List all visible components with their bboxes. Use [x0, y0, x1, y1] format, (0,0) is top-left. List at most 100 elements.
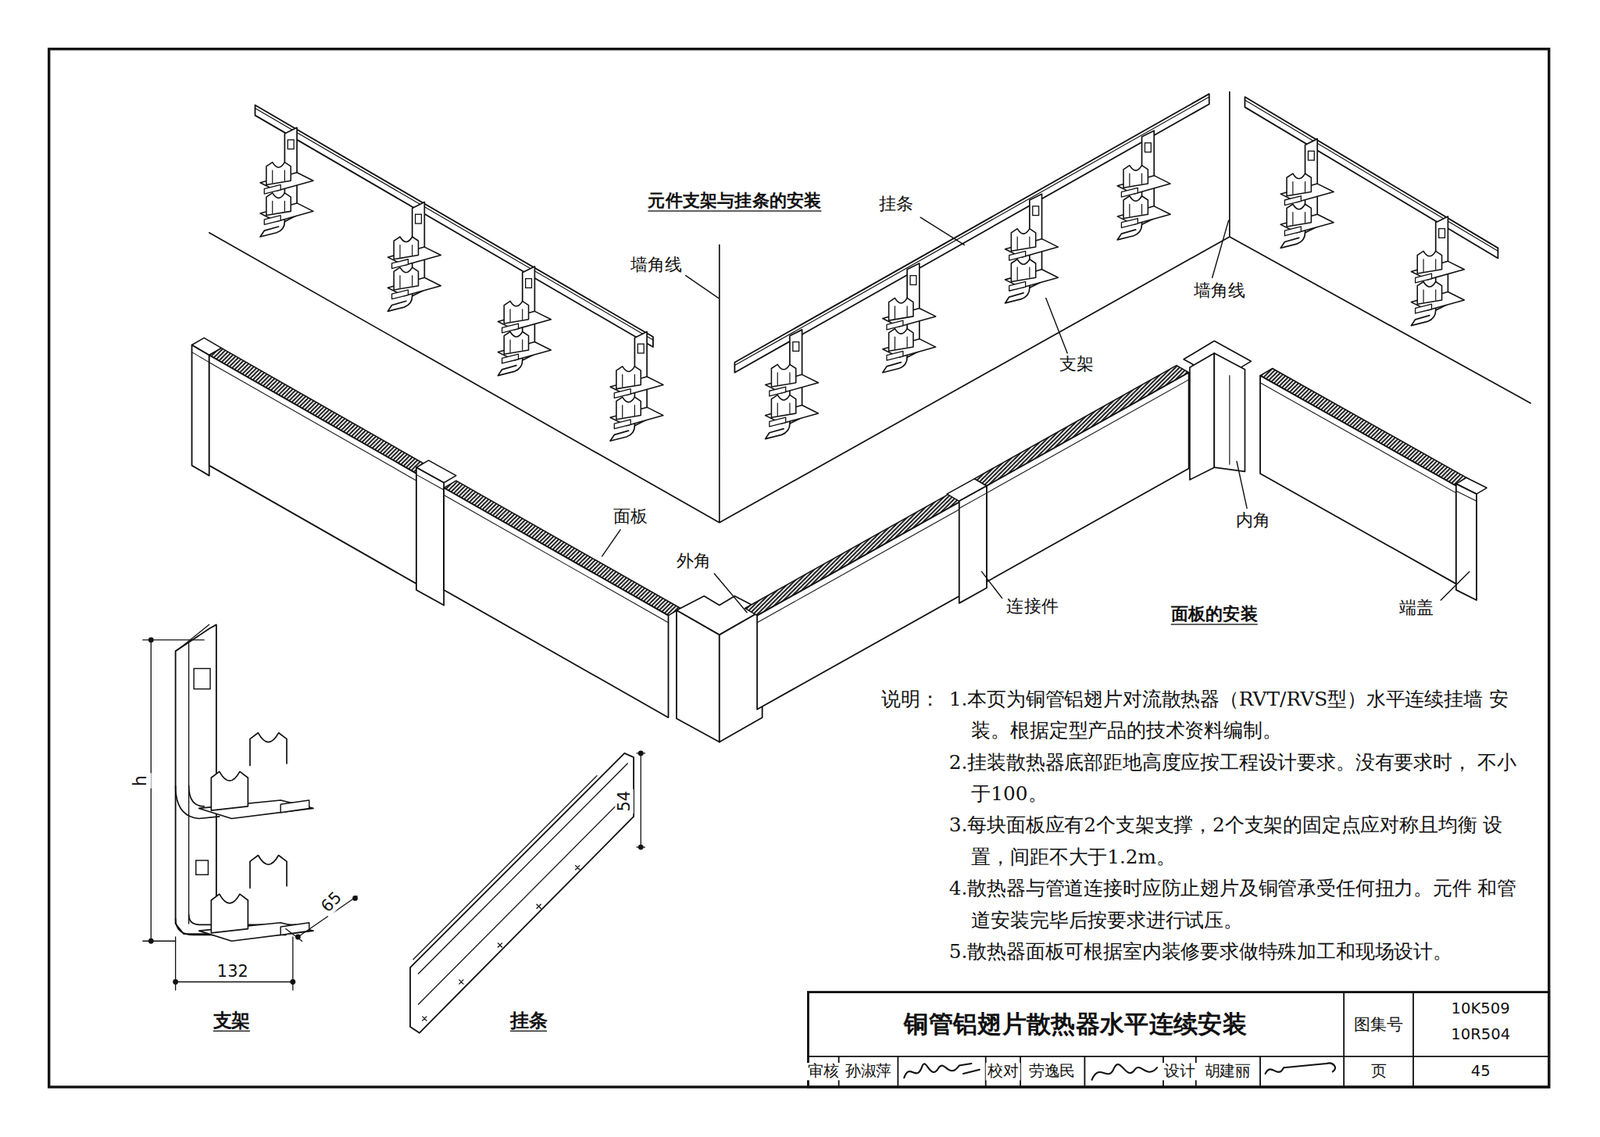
- part-label: 挂条: [507, 1010, 549, 1032]
- plate-edge: [175, 624, 210, 924]
- panel-lip: [986, 379, 1190, 493]
- pipe-saddle: [393, 236, 418, 260]
- pipe-saddle: [266, 192, 291, 216]
- saddle-edge: [1017, 236, 1030, 250]
- saddle-edge: [894, 306, 908, 319]
- title-block-cell: 孙淑萍: [843, 1062, 894, 1081]
- pipe-saddle: [503, 331, 529, 354]
- bracket-hole: [287, 139, 294, 150]
- title-block-cell: 页: [1368, 1062, 1389, 1081]
- leader-line: [1212, 220, 1229, 278]
- panel-front: [757, 500, 961, 709]
- dimension-dot: [638, 750, 644, 757]
- title-block-cell: 45: [1468, 1062, 1493, 1081]
- part-label: 面板的安装: [1168, 604, 1260, 625]
- rail-edge: [734, 96, 1209, 366]
- drawing-title: 铜管铝翅片散热器水平连续安装: [903, 1010, 1247, 1039]
- dimension-text: h: [130, 773, 151, 789]
- pipe-saddle: [616, 366, 641, 390]
- pipe-saddle: [616, 396, 641, 420]
- bracket-tab: [280, 800, 310, 813]
- bracket-hole: [1032, 206, 1040, 216]
- saddle-edge: [1292, 212, 1306, 225]
- panel-front: [192, 344, 210, 475]
- title-block-cell: 10R504: [1449, 1025, 1513, 1044]
- saddle-edge: [272, 170, 286, 183]
- pipe-saddle: [1123, 196, 1148, 219]
- bracket-hole: [415, 214, 422, 224]
- pipe-saddle: [1123, 165, 1148, 189]
- pipe-saddle: [393, 267, 418, 290]
- saddle-edge: [777, 403, 790, 416]
- dimension-text: 65: [316, 886, 347, 918]
- bracket-tab: [1284, 226, 1301, 236]
- pipe-saddle: [1010, 259, 1036, 283]
- outer-corner-face: [676, 610, 720, 742]
- bracket: [765, 329, 819, 440]
- title-block-cell: 劳逸民: [1027, 1062, 1078, 1081]
- panel-front: [1456, 483, 1477, 600]
- bracket-hole: [792, 342, 800, 352]
- saddle-edge: [777, 372, 790, 386]
- hanging-rail: [734, 93, 1209, 373]
- bracket: [497, 266, 551, 376]
- panel-lip: [959, 492, 987, 509]
- dimension-line: [175, 936, 293, 990]
- bracket: [882, 263, 936, 373]
- title-block-cell: 审核: [806, 1062, 841, 1081]
- dimension-dot: [148, 938, 154, 944]
- screw-mark: [422, 1016, 427, 1021]
- note-text: 3.每块面板应有2个支架支撑，2个支架的固定点应对称且均衡 设置，间距不大于1.…: [949, 809, 1531, 873]
- pipe-saddle: [1417, 281, 1442, 304]
- signature: [903, 1063, 980, 1078]
- bracket-tab: [886, 350, 904, 361]
- bracket-tab: [1415, 303, 1433, 314]
- bracket: [260, 127, 314, 237]
- saddle-edge: [1129, 173, 1143, 186]
- bracket-hole: [193, 668, 211, 690]
- bracket: [1005, 193, 1059, 304]
- panel-lip: [416, 474, 444, 490]
- bracket-hole: [525, 278, 533, 289]
- leader-line: [1440, 571, 1470, 600]
- panel-lip: [443, 494, 668, 622]
- part-label: 外角: [674, 551, 714, 572]
- signature: [1265, 1062, 1336, 1074]
- pipe-saddle: [250, 855, 287, 889]
- saddle-edge: [622, 405, 636, 418]
- pipe-saddle: [1286, 173, 1311, 197]
- pipe-saddle: [771, 394, 796, 418]
- title-block-frame: [807, 992, 1549, 1087]
- leader-line: [602, 529, 622, 557]
- note-text: 1.本页为铜管铝翅片对流散热器（RVT/RVS型）水平连续挂墙 安装。根据定型产…: [949, 682, 1531, 747]
- title-block-cell: 图集号: [1352, 1014, 1406, 1034]
- bracket-plate: [175, 624, 217, 934]
- saddle-edge: [1423, 259, 1436, 272]
- saddle-edge: [1292, 181, 1306, 194]
- leader-line: [981, 571, 1002, 598]
- panel-lip: [209, 362, 419, 483]
- pipe-saddle: [771, 364, 796, 387]
- note-text: 说明：: [881, 682, 940, 715]
- bracket-hole: [910, 275, 917, 286]
- part-label: 面板: [610, 506, 650, 527]
- leader-line: [920, 217, 965, 245]
- leader-line: [714, 573, 747, 613]
- panel-lip: [1456, 490, 1477, 501]
- inner-corner-edge: [1228, 375, 1230, 465]
- bracket-detail: [142, 624, 358, 990]
- title-block-cell: 校对: [985, 1062, 1021, 1081]
- dimension-dot: [352, 895, 358, 901]
- pipe-saddle: [503, 300, 529, 324]
- bracket: [610, 331, 664, 441]
- hanging-rail: [255, 105, 654, 348]
- saddle-edge: [510, 339, 523, 353]
- saddle-edge: [1129, 203, 1143, 217]
- title-block-cell: 胡建丽: [1202, 1062, 1253, 1081]
- bracket-hole: [1144, 142, 1151, 153]
- bracket-tab: [280, 922, 310, 936]
- note-text: 4.散热器与管道连接时应防止翅片及铜管承受任何扭力。元件 和管道安装完毕后按要求…: [949, 872, 1531, 936]
- bracket-tab: [392, 289, 409, 300]
- rail-fold: [413, 763, 630, 1004]
